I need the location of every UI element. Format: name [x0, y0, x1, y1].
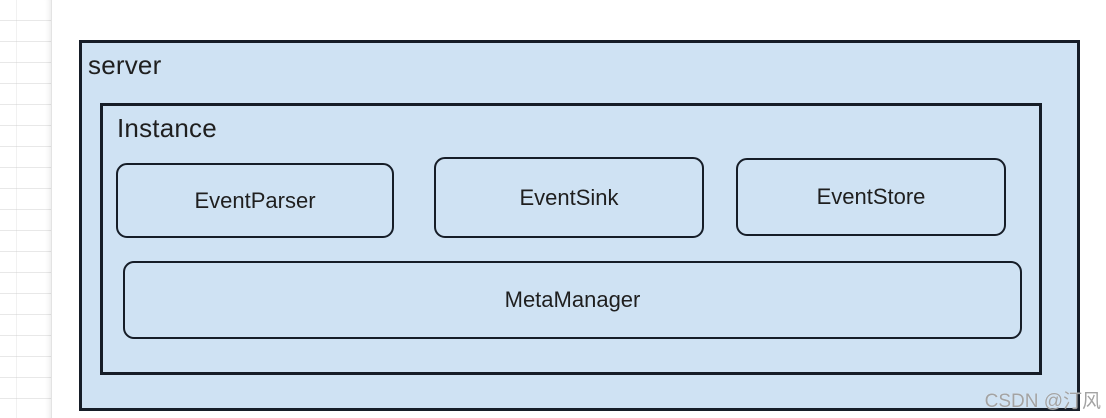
meta-manager-label: MetaManager	[504, 287, 641, 312]
event-store-box: EventStore	[736, 158, 1006, 236]
server-container-label: server	[88, 50, 162, 80]
event-store-label: EventStore	[816, 184, 926, 209]
meta-manager-box: MetaManager	[123, 261, 1022, 339]
event-parser-label: EventParser	[194, 187, 316, 213]
csdn-watermark: CSDN @汀风	[984, 391, 1101, 412]
instance-container-label: Instance	[117, 113, 217, 143]
ruled-paper-margin	[0, 0, 52, 418]
event-parser-box: EventParser	[116, 163, 394, 238]
event-sink-box: EventSink	[434, 157, 704, 238]
event-sink-label: EventSink	[519, 184, 619, 210]
